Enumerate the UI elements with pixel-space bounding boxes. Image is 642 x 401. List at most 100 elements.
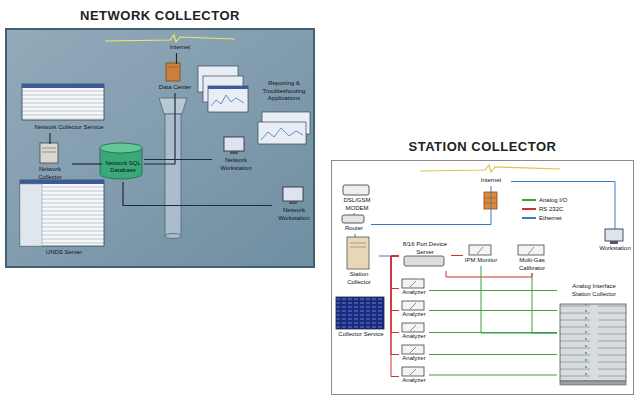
icon-room: [212, 138, 260, 157]
legend-text: RS 232C: [539, 205, 563, 213]
internet-cloud: Internet: [160, 44, 200, 53]
icon-room: [399, 367, 429, 377]
connector-line: [481, 266, 557, 333]
node-label: Reporting & Troubleshooting Applications: [254, 80, 314, 103]
station-panel: STATION COLLECTORInternetDSL/GSM MODEMRo…: [331, 160, 634, 395]
node-label: Station Collector: [339, 271, 379, 286]
node-label: IPM Monitor: [463, 257, 499, 265]
panel-title: NETWORK COLLECTOR: [7, 8, 313, 23]
connector-line: [429, 375, 557, 376]
node-label: 8/16 Port Device Server: [399, 241, 451, 256]
node-label: UNDS Server: [22, 249, 106, 257]
analyzer-box: Analyzer: [399, 323, 429, 342]
legend-text: Analog I/O: [539, 196, 567, 204]
node-label: Multi-Gas Calibrator: [509, 257, 555, 272]
screen-icon: Collector Service: [335, 297, 387, 340]
node-label: Router: [337, 225, 371, 233]
legend-swatch: [522, 199, 536, 201]
icon-room: [272, 188, 316, 207]
connector-line: [532, 273, 557, 333]
node-label: Internet: [160, 44, 200, 52]
node-label: Station Collector: [557, 291, 631, 299]
connector-line: [429, 310, 557, 311]
icon-room: [399, 345, 429, 355]
analyzer-box: Analyzer: [399, 279, 429, 298]
node-label: Collector Service: [335, 331, 387, 339]
analyzer-box: Analyzer: [399, 345, 429, 364]
node-label: Workstation: [597, 245, 633, 253]
connector-line: [72, 163, 102, 164]
router-icon: Router: [337, 215, 371, 234]
node-label: Analyzer: [399, 311, 429, 319]
icon-room: [463, 245, 499, 257]
database-cylinder: Network SQL Database: [102, 146, 144, 182]
node-label: Analyzer: [399, 355, 429, 363]
analyzer-box: Analyzer: [399, 367, 429, 386]
workstation-icon: Workstation: [597, 229, 633, 254]
icon-room: [399, 301, 429, 311]
node-label: Analyzer: [399, 289, 429, 297]
analog-interface: Analog InterfaceStation Collector: [557, 283, 631, 383]
icon-room: [597, 229, 633, 245]
modem-icon: DSL/GSM MODEM: [337, 185, 377, 213]
connector-line: [391, 256, 399, 355]
node-label: Network Workstation: [212, 157, 260, 172]
workstation-icon: Network Workstation: [212, 138, 260, 173]
connector-line: [391, 256, 399, 333]
icon-room: [337, 215, 371, 225]
node-label: Analog Interface: [557, 283, 631, 291]
icon-room: [28, 144, 72, 166]
connector-line: [511, 182, 615, 230]
service-screen: Network Collector Service: [24, 86, 114, 133]
connector-line: [391, 256, 399, 289]
icon-room: [337, 185, 377, 197]
legend-swatch: [522, 208, 536, 210]
workstation-icon: Network Workstation: [272, 188, 316, 223]
connector-line: [371, 186, 491, 225]
data-center: Data Center: [157, 64, 193, 93]
connector-line: [391, 256, 399, 377]
node-label: Analyzer: [399, 333, 429, 341]
legend-swatch: [522, 217, 536, 219]
icon-room: [399, 323, 429, 333]
icon-room: [335, 297, 387, 331]
server-icon: Network Collector: [28, 144, 72, 182]
connector-line: [354, 213, 355, 215]
icon-room: [157, 64, 193, 84]
legend-item: Ethernet: [522, 214, 562, 222]
connector-line: [391, 256, 399, 311]
internet-cloud: Internet: [471, 177, 511, 186]
server-tower: Station Collector: [339, 237, 379, 287]
server-screen: UNDS Server: [22, 182, 106, 258]
icon-room: [22, 182, 106, 249]
connector-line: [429, 290, 557, 291]
analyzer-box: Analyzer: [399, 301, 429, 320]
legend-text: Ethernet: [539, 214, 562, 222]
legend-item: RS 232C: [522, 205, 563, 213]
node-label: DSL/GSM MODEM: [337, 197, 377, 212]
node-label: Data Center: [157, 84, 193, 92]
node-label: Internet: [471, 177, 511, 185]
node-label: Network SQL Database: [103, 160, 143, 175]
connector-line: [123, 182, 272, 206]
icon-room: [24, 86, 114, 124]
icon-room: [399, 256, 451, 270]
node-label: Analyzer: [399, 377, 429, 385]
connector-line: [49, 133, 50, 144]
node-label: Network Collector: [28, 166, 72, 181]
connector-line: [355, 234, 356, 237]
connector-line: [451, 255, 463, 256]
node-label: Network Workstation: [272, 207, 316, 222]
calibrator-box: Multi-Gas Calibrator: [509, 245, 555, 273]
panel-title: STATION COLLECTOR: [332, 139, 633, 154]
application-label: Reporting & Troubleshooting Applications: [254, 80, 314, 104]
connector-line: [176, 53, 177, 64]
icon-room: [509, 245, 555, 257]
connector-line: [446, 271, 532, 277]
connector-line: [144, 159, 212, 160]
node-label: Network Collector Service: [24, 124, 114, 132]
connector-line: [429, 354, 557, 355]
connector-line: [144, 93, 175, 164]
device-server: 8/16 Port Device Server: [399, 241, 451, 271]
network-panel: NETWORK COLLECTORInternetData CenterRepo…: [5, 28, 315, 268]
